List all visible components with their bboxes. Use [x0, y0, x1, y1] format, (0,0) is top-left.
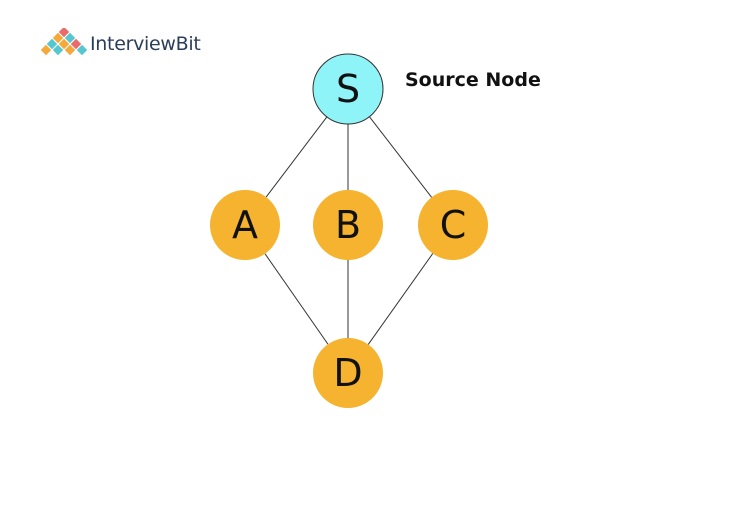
node-a-label: A	[232, 203, 258, 247]
logo-diamond	[52, 32, 64, 44]
brand-name: InterviewBit	[90, 33, 201, 55]
logo-diamond	[40, 44, 52, 56]
node-s-label: S	[336, 67, 360, 111]
logo-diamond	[46, 38, 58, 50]
logo-diamond	[76, 44, 88, 56]
edge-a-d	[264, 253, 329, 345]
edge-s-a	[265, 116, 328, 198]
logo-diamond	[64, 32, 76, 44]
node-b-circle	[313, 190, 383, 260]
source-node-label: Source Node	[405, 69, 541, 91]
node-c: C	[418, 190, 488, 260]
logo-diamond	[70, 38, 82, 50]
node-b-label: B	[335, 203, 361, 247]
graph-edges	[264, 116, 434, 345]
logo-diamond	[52, 44, 64, 56]
node-a-circle	[210, 190, 280, 260]
logo-diamond	[64, 44, 76, 56]
node-c-circle	[418, 190, 488, 260]
node-c-label: C	[440, 203, 467, 247]
logo-diamond	[58, 38, 70, 50]
node-d-circle	[313, 338, 383, 408]
edge-s-c	[368, 116, 433, 198]
node-d-label: D	[333, 351, 362, 395]
graph-nodes: S A B C D	[210, 53, 488, 408]
node-a: A	[210, 190, 280, 260]
node-s: S	[312, 53, 384, 125]
edge-c-d	[367, 253, 434, 345]
node-s-circle	[312, 53, 384, 125]
node-d: D	[313, 338, 383, 408]
logo-diamond	[58, 28, 70, 38]
logo-mark-icon	[40, 28, 88, 56]
node-b: B	[313, 190, 383, 260]
